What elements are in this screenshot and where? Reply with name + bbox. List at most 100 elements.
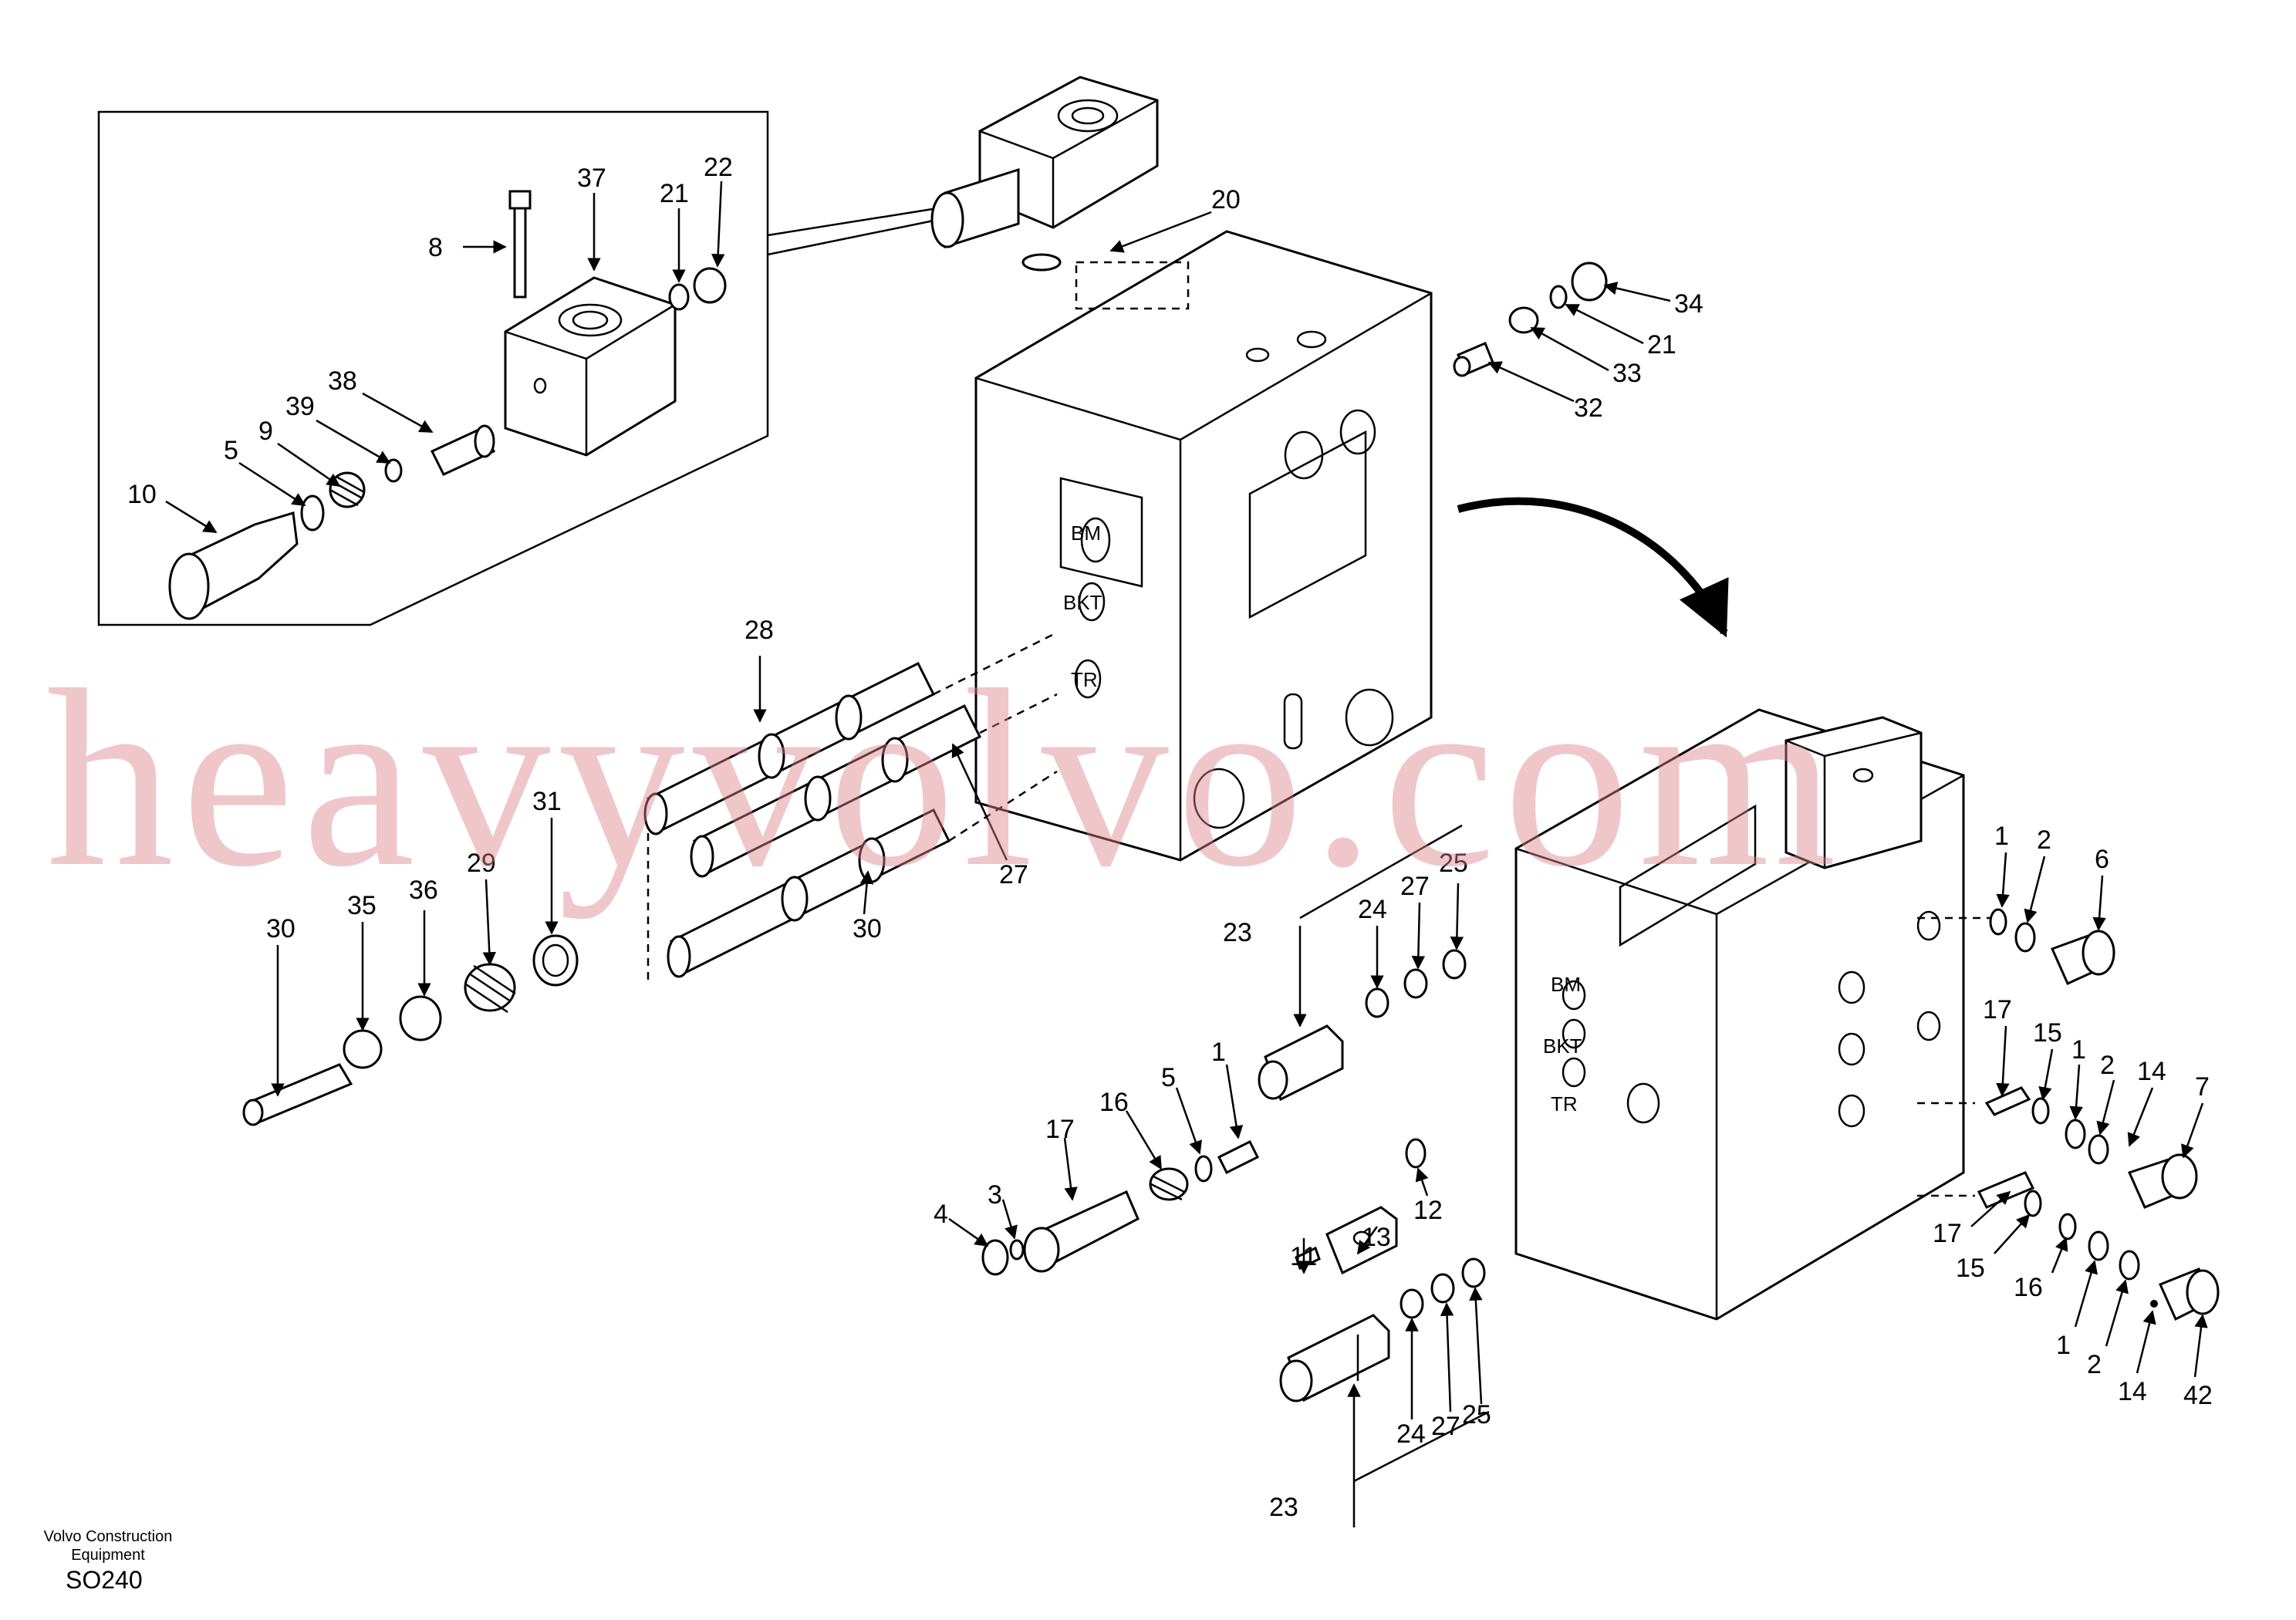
control-valve-body-upper: [974, 230, 1433, 862]
callout-24: 23: [1269, 1493, 1298, 1522]
callout-7: 7: [2195, 1072, 2210, 1102]
callout-2-b: 2: [2100, 1051, 2115, 1080]
backup-ring-2-c: [2119, 1250, 2140, 1281]
plug-4: [981, 1239, 1009, 1276]
callout-34: 32: [1574, 393, 1603, 423]
o-ring-21: [1021, 253, 1062, 272]
port-label-bm-lower: BM: [1551, 973, 1581, 996]
o-ring-27-lower: [1430, 1273, 1455, 1304]
callout-28: 28: [745, 616, 774, 645]
callout-29: 27: [999, 860, 1028, 889]
spring-15-upper: [2031, 1097, 2050, 1125]
relief-valve-24-upper: [1258, 1024, 1344, 1102]
cap-33: [532, 934, 579, 987]
transition-arrow: [1457, 497, 1729, 638]
spacer-38: [399, 995, 442, 1041]
spool-40: [430, 424, 496, 476]
callout-18: 1: [1211, 1038, 1226, 1067]
backup-ring-25-upper: [1365, 987, 1389, 1018]
o-ring-1-c: [2088, 1230, 2109, 1261]
callout-8: 8: [428, 233, 443, 262]
callout-37: 35: [347, 891, 376, 920]
callout-36: 34: [1674, 289, 1703, 319]
callout-2-a: 2: [2037, 825, 2051, 855]
port-label-bm: BM: [1071, 521, 1101, 545]
leader-lines: [165, 181, 2208, 1527]
relief-valve-24-lower: [1279, 1314, 1390, 1402]
callout-19: 16: [1099, 1088, 1129, 1117]
plug-7: [2127, 1153, 2198, 1209]
pilot-valve-block-top: [930, 76, 1159, 249]
spring-31: [464, 963, 516, 1014]
callout-42: 42: [2183, 1381, 2213, 1410]
spring-9: [329, 471, 366, 508]
pin-17-lower: [1977, 1171, 2035, 1209]
drawing-code: SO240: [66, 1566, 143, 1594]
spring-35: [1508, 306, 1539, 334]
callout-39: 37: [577, 164, 606, 193]
o-ring-16: [2058, 1213, 2077, 1240]
o-ring-3: [1009, 1239, 1025, 1261]
spool-28: [643, 661, 936, 835]
callout-24-upper: 23: [1223, 918, 1252, 947]
pin-32: [242, 1063, 353, 1126]
callout-6: 6: [2095, 845, 2109, 874]
callout-21: 20: [1211, 185, 1241, 214]
seat-41: [384, 458, 403, 483]
company-name: Volvo Construction Equipment: [31, 1527, 185, 1564]
callout-1-b: 1: [2071, 1035, 2086, 1065]
callout-40: 38: [328, 366, 357, 396]
backup-ring-26-lower: [1461, 1257, 1486, 1288]
o-ring-1-b: [2065, 1119, 2086, 1149]
callout-10: 10: [127, 480, 157, 509]
plug-36: [1571, 262, 1608, 302]
company-line-1: Volvo Construction: [43, 1528, 173, 1545]
o-ring-22: [1549, 285, 1568, 309]
callout-22-inset: 21: [660, 179, 689, 208]
callout-15-a: 15: [2033, 1018, 2062, 1048]
callout-16: 16: [2014, 1273, 2043, 1302]
callout-13: 13: [1362, 1223, 1391, 1252]
callout-31: 29: [467, 849, 496, 878]
callout-14-a: 14: [2137, 1057, 2166, 1086]
company-line-2: Equipment: [71, 1547, 145, 1564]
callout-4: 4: [934, 1200, 948, 1229]
spool-30: [667, 808, 951, 978]
callout-1-a: 1: [1994, 822, 2009, 851]
callout-41: 39: [285, 392, 315, 421]
callout-27-upper: 27: [1400, 872, 1430, 901]
callout-27: 27: [1431, 1412, 1460, 1441]
plug-6: [2050, 930, 2115, 985]
o-ring-5-inset: [300, 494, 325, 532]
callout-25-upper: 24: [1358, 895, 1387, 924]
callout-12: 12: [1413, 1196, 1443, 1225]
o-ring-27-upper: [1403, 968, 1428, 999]
o-ring-1-a: [1989, 908, 2007, 936]
callout-3: 3: [988, 1180, 1002, 1210]
backup-ring-25-lower: [1400, 1288, 1424, 1319]
seat-37: [343, 1029, 383, 1069]
relief-block-39: [504, 276, 677, 457]
control-valve-body-lower: [1514, 708, 1965, 1321]
spool-29: [690, 704, 982, 878]
o-ring-5: [1194, 1155, 1213, 1183]
callout-labels: 8 37 21 22 38 39 9 5 10 20 34 21 33 32 2…: [127, 153, 2213, 1522]
callout-20: 17: [1045, 1115, 1075, 1144]
poppet-34: [1453, 342, 1494, 377]
port-label-bkt-lower: BKT: [1543, 1034, 1582, 1058]
callout-23: 22: [704, 153, 733, 182]
callout-17-b: 17: [1933, 1219, 1962, 1248]
plug-20: [1023, 1190, 1140, 1273]
callout-15-b: 15: [1956, 1254, 1985, 1283]
callout-1-c: 1: [2056, 1331, 2071, 1360]
backup-ring-2-a: [2014, 922, 2036, 953]
ball-14: [2150, 1300, 2158, 1308]
detail-inset-frame: [97, 110, 769, 626]
port-label-bkt: BKT: [1063, 591, 1102, 614]
callout-5-inset: 5: [224, 436, 238, 465]
callout-17-a: 17: [1983, 995, 2012, 1024]
callout-11: 11: [1290, 1242, 1317, 1271]
backup-ring-26-upper: [1442, 949, 1467, 980]
